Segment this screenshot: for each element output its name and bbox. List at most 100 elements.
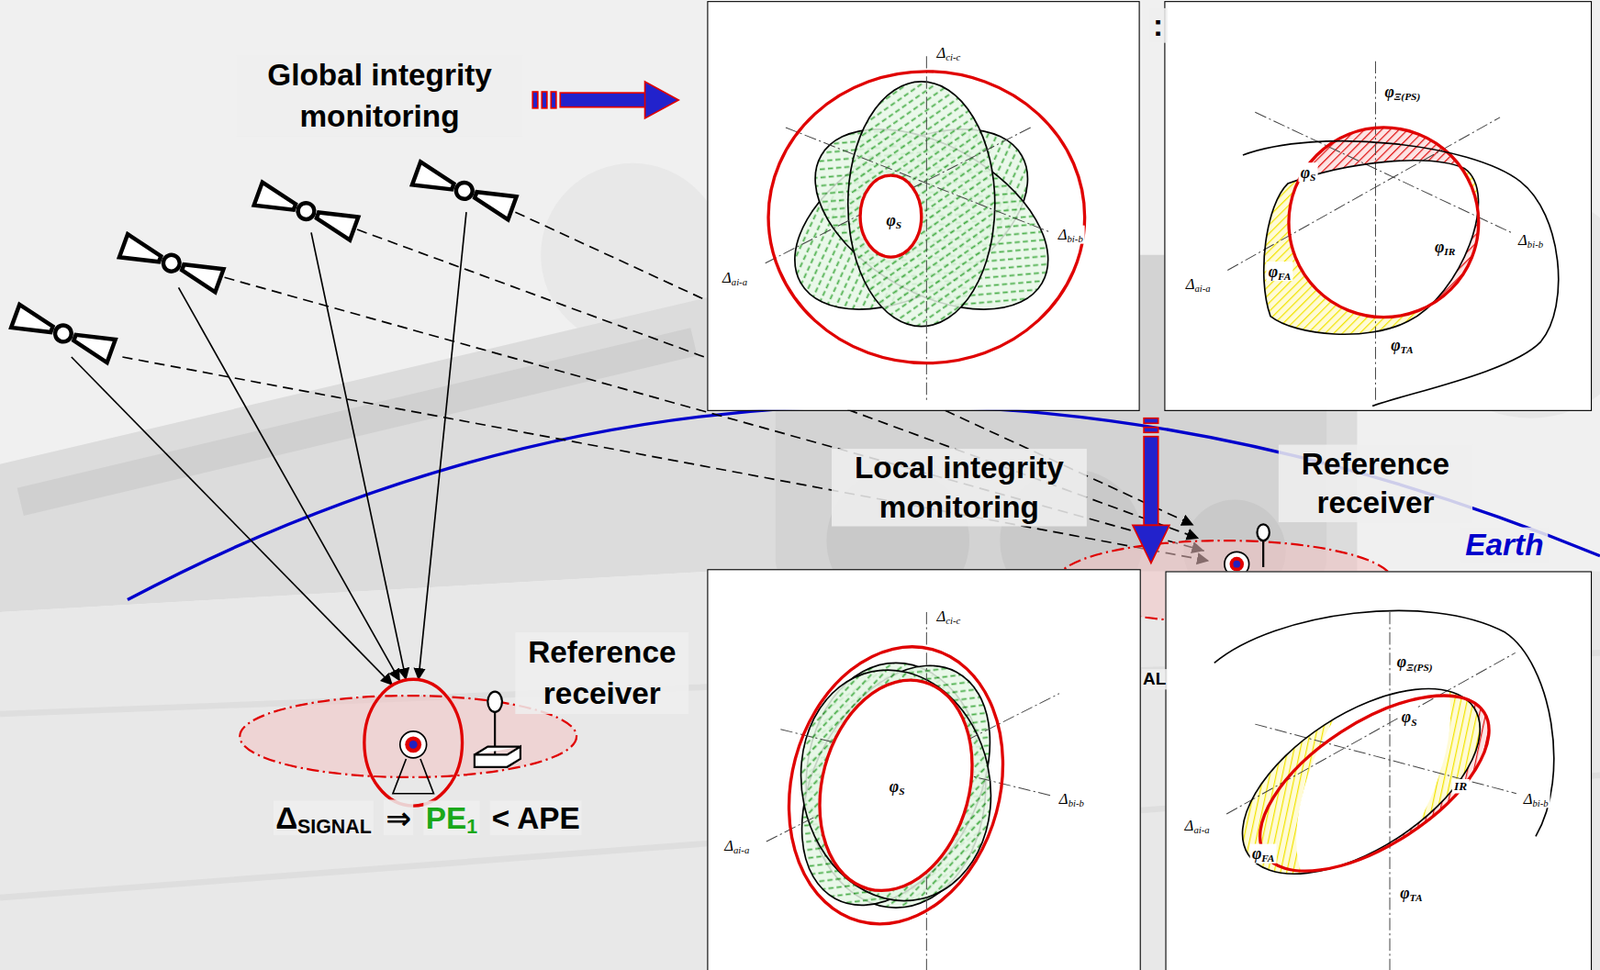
satellite-signal-line <box>418 212 467 681</box>
subscript: IR <box>1443 246 1455 258</box>
axis-region-label: Δbi-b <box>1057 789 1086 808</box>
satellite-icon <box>11 304 116 363</box>
symbol: φ <box>1252 845 1262 863</box>
local-integrity-detail-drawing <box>1211 651 1511 912</box>
global-monitoring-arrow <box>541 91 548 109</box>
subscript: 1 <box>466 816 478 839</box>
global-integrity-panel-drawing <box>860 175 922 258</box>
subscript: bi-b <box>1532 797 1548 809</box>
satellite-signal-line <box>71 212 467 686</box>
subscript: TA <box>1409 892 1423 904</box>
reference-receiver-left <box>400 731 427 759</box>
axis-region-label: φS <box>887 776 907 796</box>
subscript: bi-b <box>1067 233 1084 245</box>
global-integrity-detail-drawing <box>1227 61 1511 403</box>
satellite-icon <box>119 234 165 271</box>
formula-term: ⇒ <box>383 799 414 836</box>
local-monitoring-arrow <box>1143 427 1159 434</box>
local-monitoring-arrow <box>1132 525 1170 563</box>
local-monitoring-arrow <box>1143 418 1159 425</box>
symbol: Δ <box>275 800 298 835</box>
satellite-icon <box>160 252 182 274</box>
local-integrity-panel-drawing <box>706 569 1141 970</box>
axis-region-label: φTA <box>1398 883 1425 903</box>
local-integrity-detail-drawing <box>1211 651 1511 912</box>
reference-receiver-left <box>392 759 434 795</box>
local-integrity-detail-drawing <box>1211 651 1511 912</box>
global-integrity-panel-drawing <box>765 127 1031 264</box>
subscript: S <box>1410 716 1417 728</box>
symbol: Δ <box>722 268 732 286</box>
axis-region-label: φS <box>883 210 904 230</box>
global-monitoring-arrow <box>532 91 538 109</box>
symbol: PE <box>425 800 467 835</box>
symbol: Δ <box>1185 816 1195 834</box>
annotation-label: AL <box>1141 669 1167 690</box>
symbol: φ <box>1397 653 1407 672</box>
satellite-icon <box>119 234 224 292</box>
symbol: φ <box>1268 262 1278 280</box>
global-integrity-detail-drawing <box>1227 117 1500 271</box>
subscript: FA <box>1261 852 1275 864</box>
signal-formula-row: ΔSIGNAL ⇒ PE1 < APE <box>273 799 593 836</box>
subscript: Ξ(PS) <box>1406 661 1433 673</box>
symbol: φ <box>1399 883 1410 902</box>
local-integrity-panel-drawing <box>763 633 1030 938</box>
symbol: Δ <box>1518 231 1528 248</box>
satellite-icon <box>53 323 75 345</box>
satellite-icon <box>412 161 517 220</box>
satellite-icon <box>471 183 517 221</box>
global-monitoring-arrow <box>559 92 646 108</box>
formula-term: < APE <box>489 800 582 836</box>
axis-region-label: φIR <box>1432 236 1458 257</box>
local-integrity-detail-drawing <box>1164 570 1592 970</box>
reference-receiver-left <box>364 679 463 806</box>
integrity-panel: Δci-cφSΔbi-bΔai-a <box>706 0 1140 412</box>
symbol: Δ <box>1058 226 1068 244</box>
subscript: ai-a <box>1193 824 1209 836</box>
reference-receiver-left <box>404 736 422 753</box>
axis-region-label: Δai-a <box>1183 274 1212 293</box>
satellite-signal-line <box>179 287 401 682</box>
symbol: Δ <box>1523 790 1533 807</box>
subscript: SIGNAL <box>297 816 372 839</box>
symbol: φ <box>1401 708 1411 727</box>
subscript: S <box>898 785 905 797</box>
satellite-icon <box>70 325 116 363</box>
axis-region-label: φTA <box>1388 335 1416 355</box>
local-integrity-detail-drawing <box>1226 612 1517 970</box>
axis-region-label: φS <box>1297 162 1318 182</box>
reference-receiver-right <box>1232 560 1241 569</box>
global-integrity-panel-drawing <box>706 0 1140 411</box>
axis-region-label: IR <box>1452 779 1470 795</box>
global-monitoring-arrow <box>645 81 680 119</box>
satellite-icon <box>254 182 359 241</box>
local-integrity-panel-drawing <box>780 652 1013 919</box>
global-integrity-detail-drawing <box>1163 0 1592 411</box>
local-integrity-panel-drawing <box>706 569 1141 970</box>
reference-receiver-left <box>409 740 418 750</box>
axis-region-label: Δci-c <box>934 606 963 626</box>
subscript: ci-c <box>945 615 961 627</box>
axis-region-label: Δai-a <box>722 836 751 855</box>
integrity-panel: Δci-c φS Δbi-bΔai-a <box>706 569 1141 970</box>
symbol: φ <box>1390 335 1400 354</box>
axis-region-label: Δbi-b <box>1516 230 1545 249</box>
annotation-label: Global integrity monitoring <box>236 55 523 137</box>
local-integrity-detail-drawing <box>1214 610 1555 837</box>
symbol: φ <box>1300 163 1310 181</box>
axis-region-label: φS <box>1399 707 1420 728</box>
symbol: φ <box>1434 237 1444 256</box>
symbol: Δ <box>936 44 946 62</box>
integrity-panel: φΞ(PS)φSIRΔbi-bΔai-aφFAφTA <box>1164 570 1592 970</box>
reference-receiver-right <box>1257 524 1270 541</box>
annotation-label: Earth <box>1461 527 1548 563</box>
reference-receiver-left <box>487 692 503 713</box>
subscript: ci-c <box>945 51 961 63</box>
global-integrity-detail-drawing <box>1242 141 1559 407</box>
subscript: ai-a <box>731 276 748 288</box>
axis-region-label: φFA <box>1265 261 1293 281</box>
symbol: Δ <box>1059 790 1069 807</box>
subscript: TA <box>1400 344 1414 356</box>
